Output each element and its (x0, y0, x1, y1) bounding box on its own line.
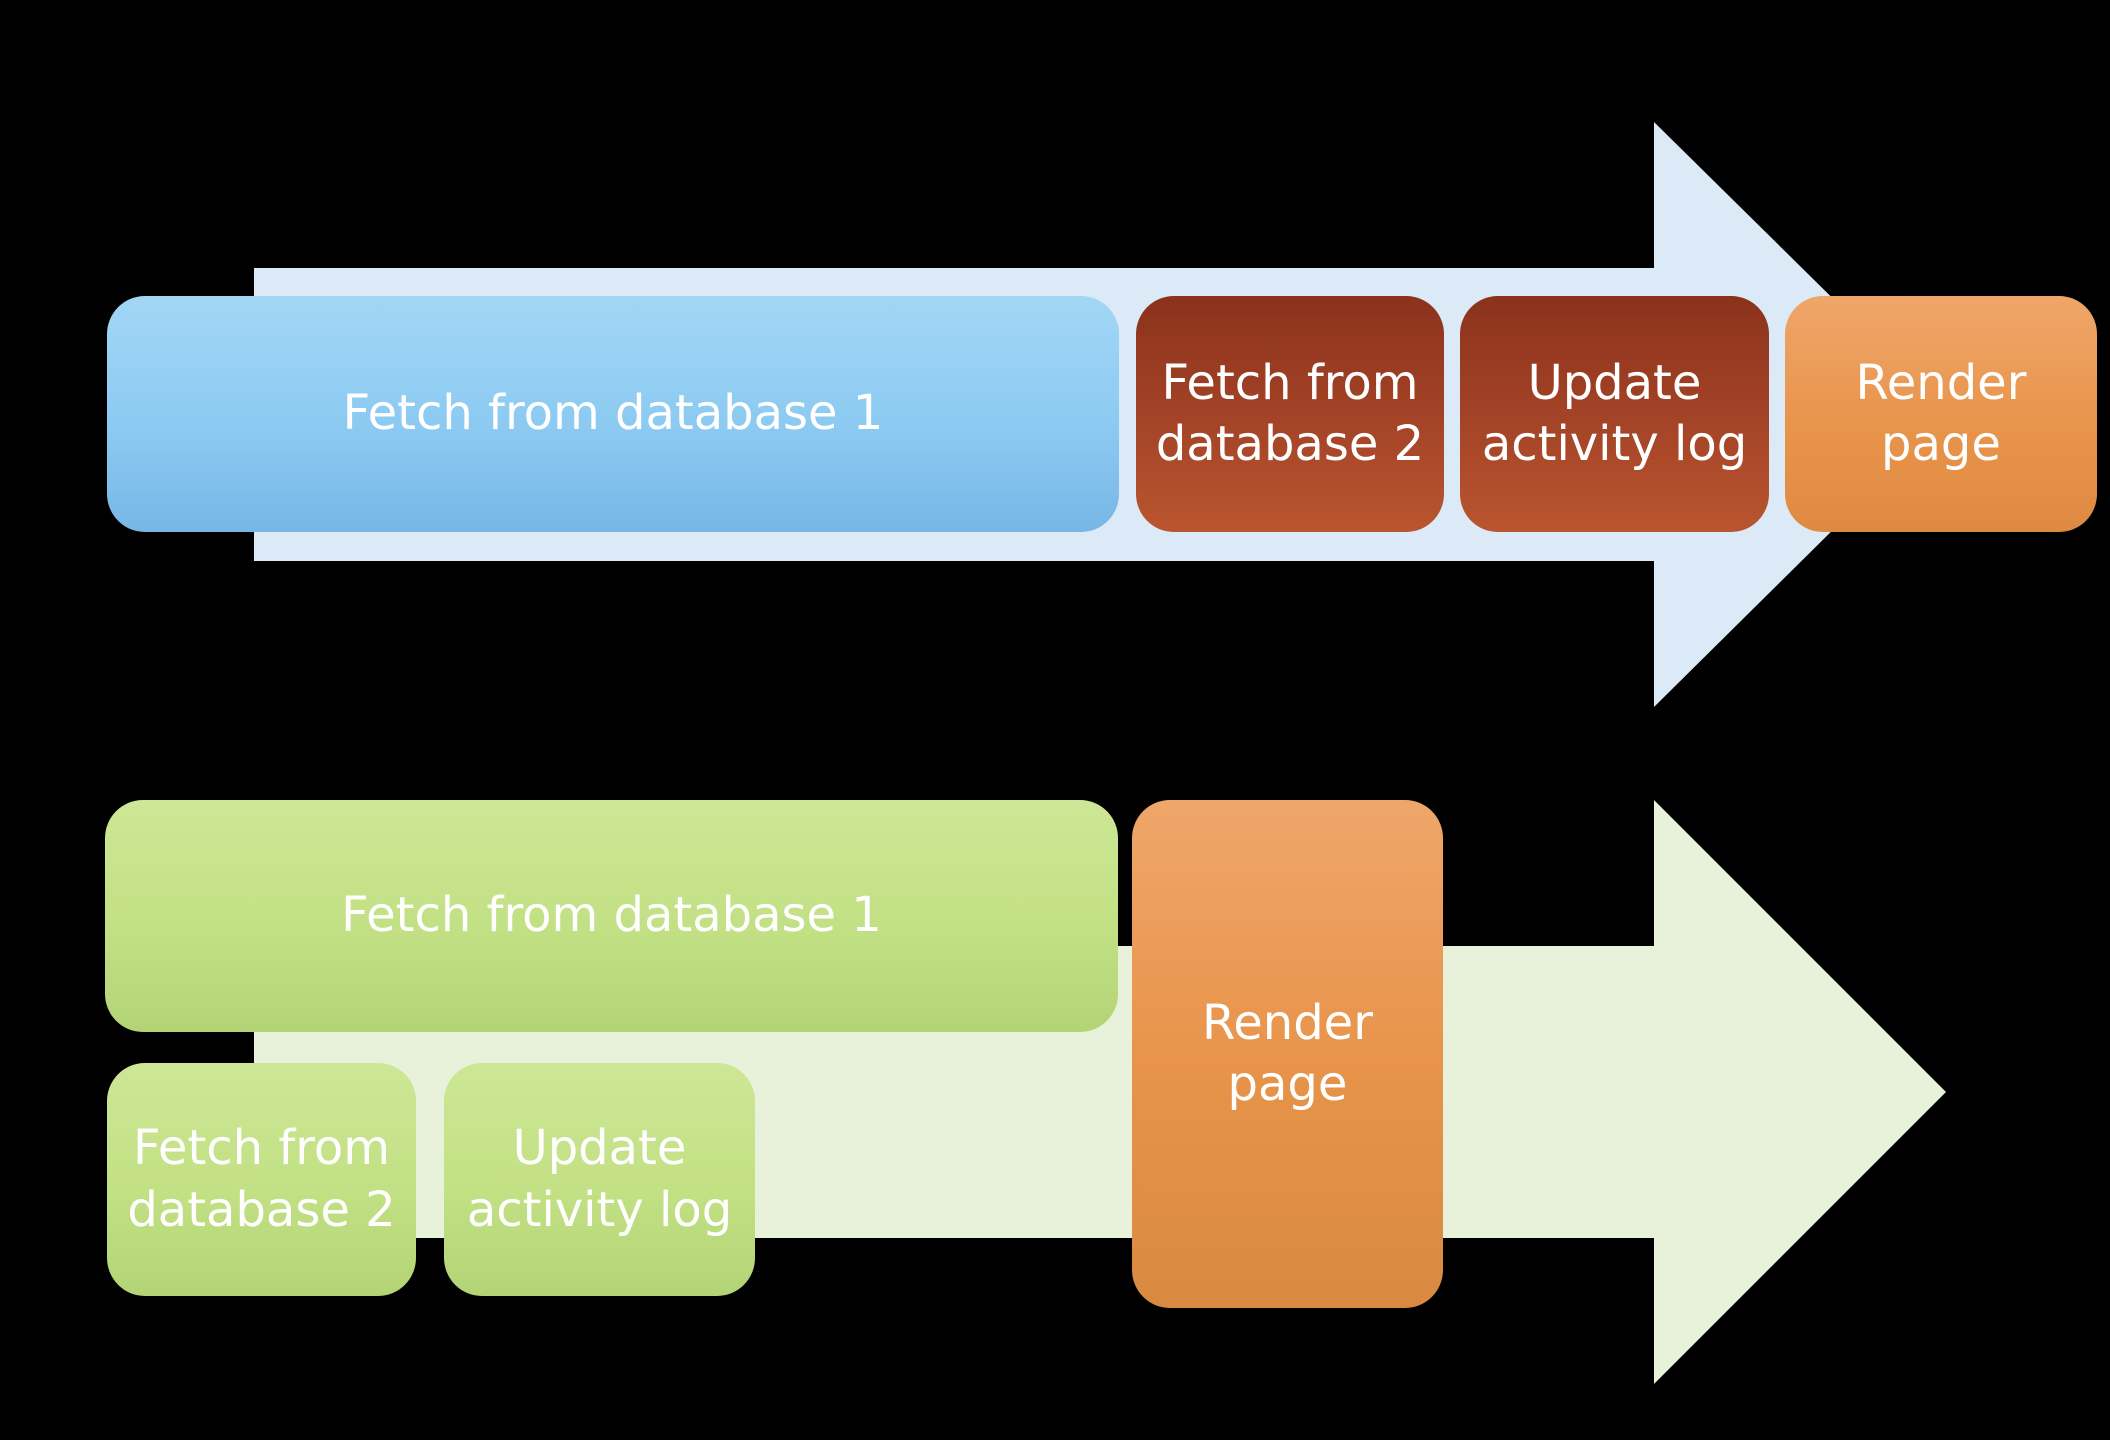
bottom-fetch-database-1-label: Fetch from database 1 (341, 887, 882, 944)
bottom-render-page-label: Render page (1202, 994, 1373, 1112)
top-fetch-database-2-step: Fetch from database 2 (1136, 296, 1444, 532)
top-render-page-label: Render page (1855, 354, 2027, 472)
bottom-fetch-database-1-step: Fetch from database 1 (105, 800, 1118, 1032)
top-update-activity-log-label: Update activity log (1481, 354, 1748, 472)
top-fetch-database-2-label: Fetch from database 2 (1155, 354, 1425, 472)
bottom-update-activity-log-step: Update activity log (444, 1063, 755, 1296)
top-render-page-step: Render page (1785, 296, 2097, 532)
bottom-render-page-step: Render page (1132, 800, 1443, 1308)
top-update-activity-log-step: Update activity log (1460, 296, 1769, 532)
bottom-update-activity-log-label: Update activity log (466, 1120, 733, 1238)
bottom-fetch-database-2-label: Fetch from database 2 (127, 1120, 396, 1238)
top-fetch-database-1-label: Fetch from database 1 (342, 385, 884, 442)
top-fetch-database-1-step: Fetch from database 1 (107, 296, 1119, 532)
bottom-fetch-database-2-step: Fetch from database 2 (107, 1063, 416, 1296)
